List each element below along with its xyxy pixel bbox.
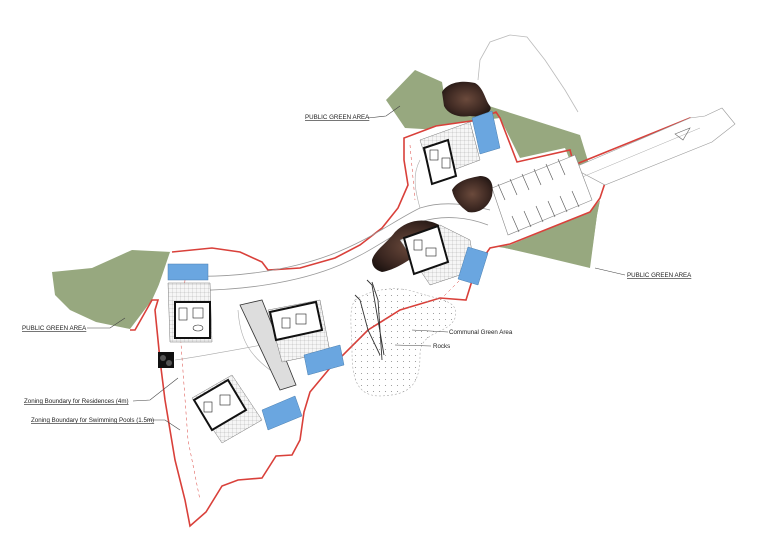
public-green-area-east (505, 200, 600, 268)
pool-center (303, 344, 345, 376)
label-public-green-east: PUBLIC GREEN AREA (627, 272, 692, 279)
label-communal-green: Communal Green Area (449, 329, 513, 336)
parking-area (491, 154, 593, 236)
rock-outcrop-mid (452, 176, 493, 213)
residence-north (419, 110, 501, 186)
pool-north (471, 110, 501, 155)
rock-outcrop-north (442, 81, 491, 117)
label-rocks: Rocks (433, 343, 450, 350)
residence-east (399, 224, 489, 286)
public-green-area-west (52, 250, 172, 329)
label-public-green-west: PUBLIC GREEN AREA (22, 325, 87, 332)
pool-east (457, 246, 489, 286)
pool-south (261, 395, 303, 431)
access-road (572, 107, 736, 186)
internal-road (169, 203, 491, 277)
pool-west (167, 263, 209, 281)
utility-pad (158, 352, 174, 368)
label-public-green-north: PUBLIC GREEN AREA (305, 114, 370, 121)
residence-center (239, 299, 345, 391)
natural-boundary-line (477, 34, 579, 113)
residence-south (191, 374, 303, 444)
label-zoning-pools: Zoning Boundary for Swimming Pools (1.5m… (31, 417, 154, 424)
residence-west (167, 263, 213, 343)
rocks (354, 279, 385, 361)
label-zoning-residences: Zoning Boundary for Residences (4m) (24, 398, 129, 405)
